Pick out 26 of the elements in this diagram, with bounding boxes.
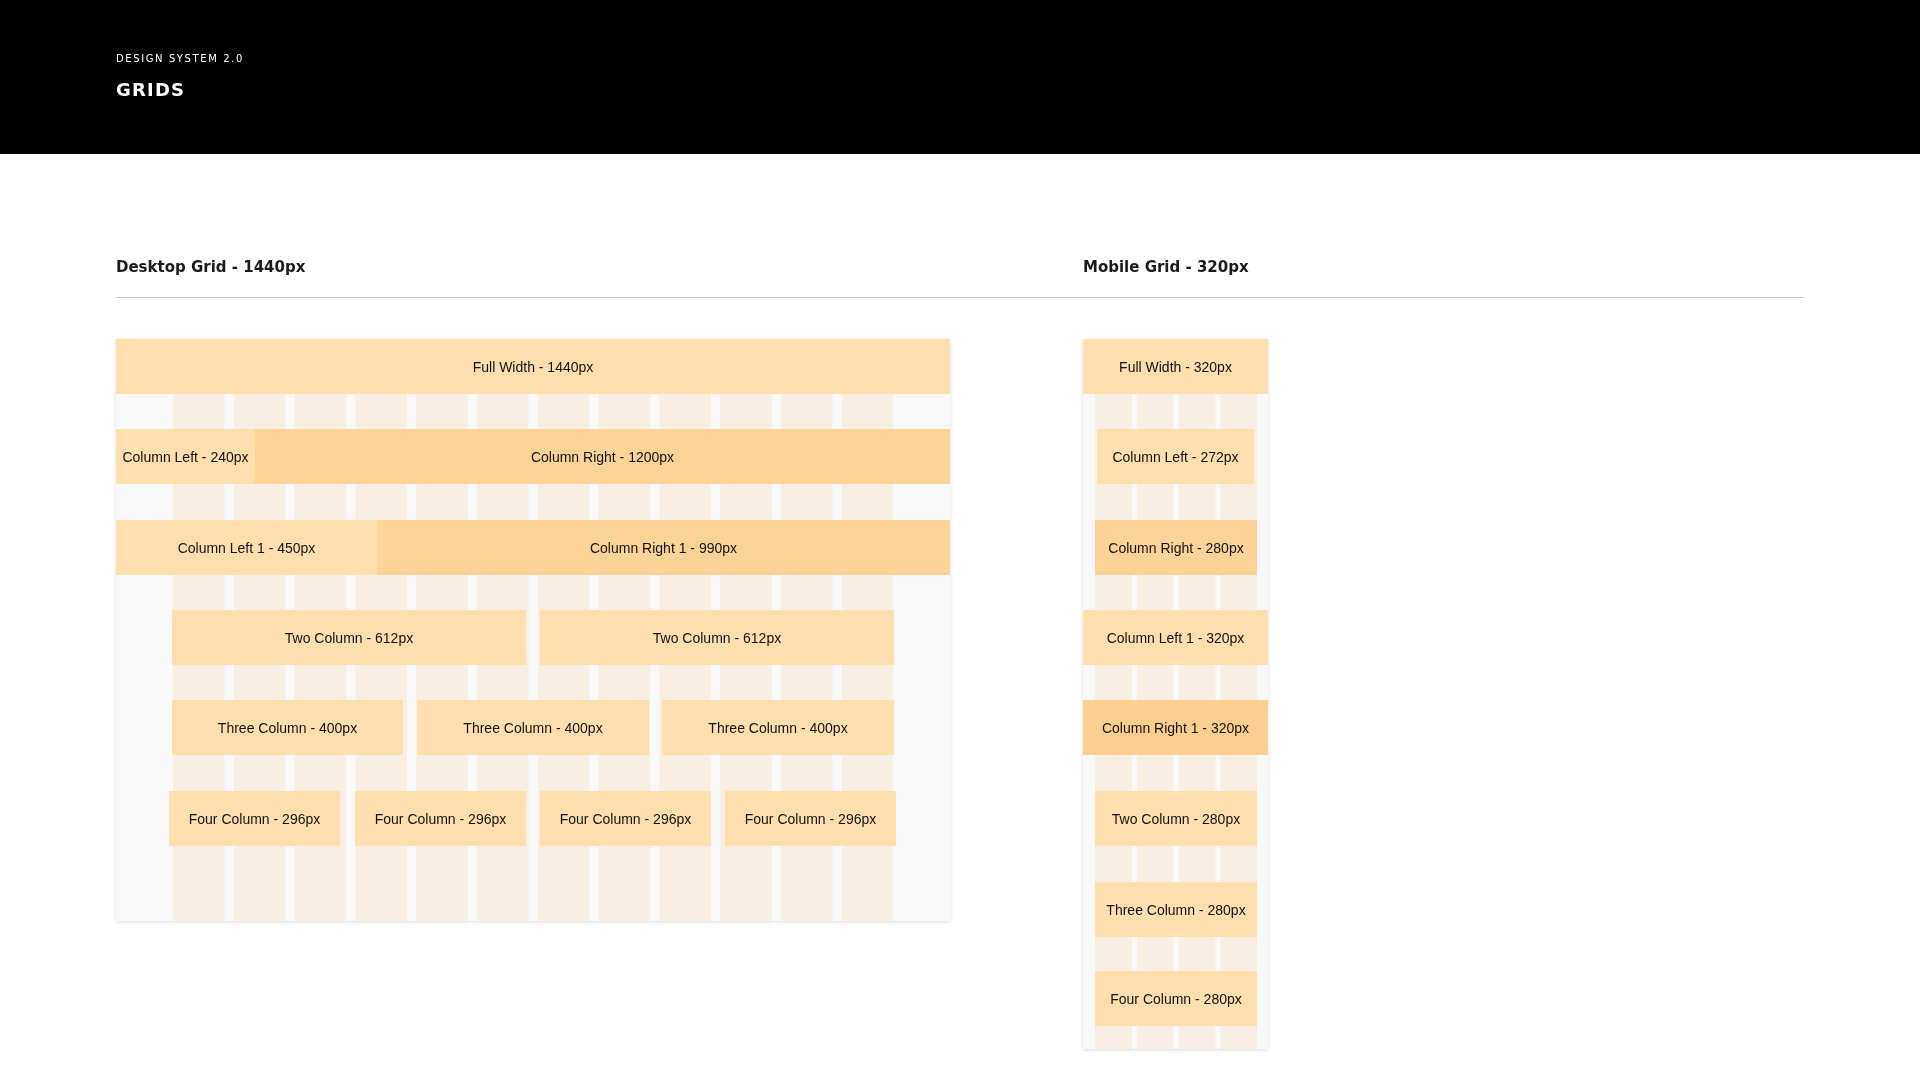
column-block: Column Left - 272px [1097,429,1254,484]
column-block: Three Column - 280px [1095,882,1257,937]
column-block: Full Width - 1440px [116,339,950,394]
column-block: Three Column - 400px [172,700,403,755]
column-block: Two Column - 612px [172,610,526,665]
column-block: Column Right - 280px [1095,520,1257,575]
column-block: Full Width - 320px [1083,339,1268,394]
column-block: Two Column - 612px [540,610,894,665]
section-heading: Desktop Grid - 1440px [116,258,306,276]
column-block: Column Left - 240px [116,429,255,484]
column-block: Three Column - 400px [417,700,649,755]
column-block: Column Right - 1200px [255,429,950,484]
page-title: GRIDS [116,79,186,100]
column-block: Column Left 1 - 450px [116,520,377,575]
column-block: Three Column - 400px [662,700,894,755]
column-block: Four Column - 296px [169,791,340,846]
column-block: Four Column - 296px [355,791,526,846]
column-block: Four Column - 296px [540,791,711,846]
column-block: Two Column - 280px [1095,791,1257,846]
column-block: Four Column - 280px [1095,971,1257,1026]
column-block: Four Column - 296px [725,791,896,846]
section-heading: Mobile Grid - 320px [1083,258,1249,276]
header-subtitle: DESIGN SYSTEM 2.0 [116,53,244,64]
column-block: Column Right 1 - 320px [1083,700,1268,755]
column-block: Column Right 1 - 990px [377,520,950,575]
column-block: Column Left 1 - 320px [1083,610,1268,665]
